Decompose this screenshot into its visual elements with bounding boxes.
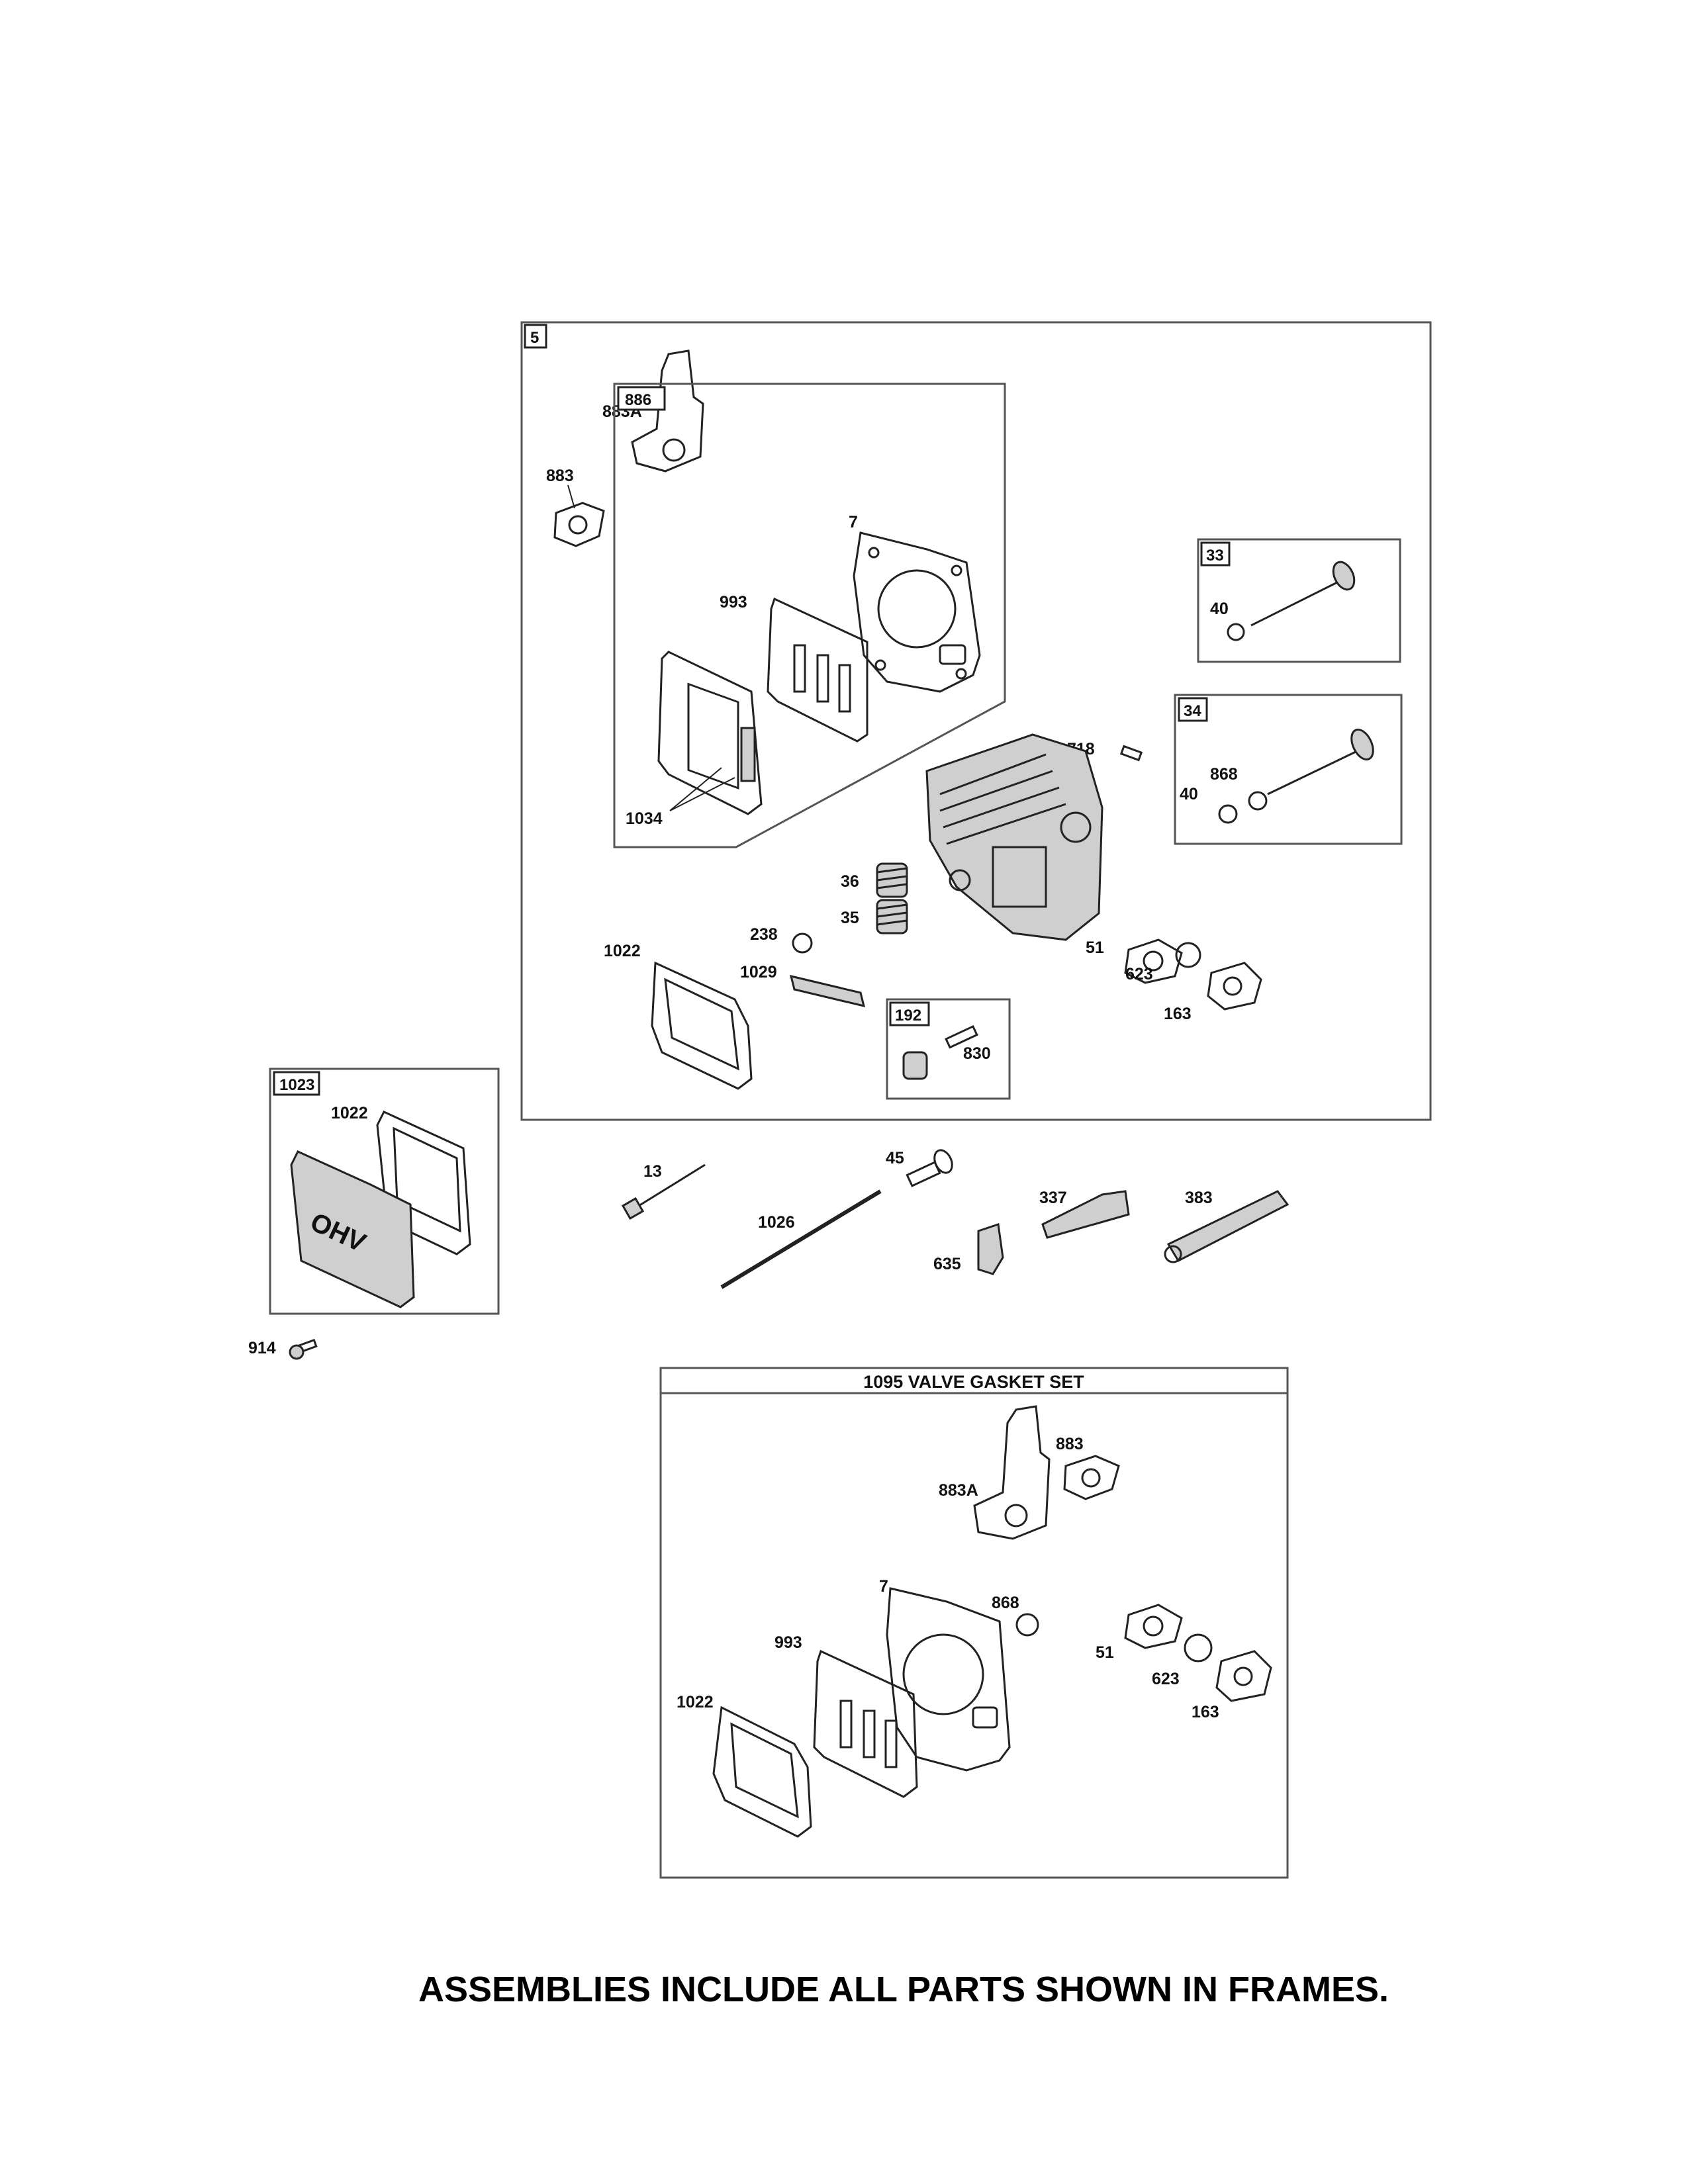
set-part-1022: 1022 (677, 1693, 812, 1838)
label-993-set: 993 (774, 1633, 802, 1652)
part-883-gasket: 883 (546, 467, 605, 547)
frame-33-tag: 33 (1206, 547, 1224, 565)
part-1026-push-rod: 1026 (720, 1189, 882, 1289)
assemblies-note: ASSEMBLIES INCLUDE ALL PARTS SHOWN IN FR… (418, 1970, 1389, 2009)
frame-1023-tag: 1023 (279, 1076, 314, 1094)
part-35-valve-spring: 35 (841, 899, 908, 934)
label-830: 830 (963, 1044, 991, 1063)
frame-5-tag: 5 (530, 329, 539, 347)
frame-34-exhaust-valve: 34 868 40 (1174, 694, 1403, 845)
label-7: 7 (849, 513, 858, 531)
part-238-retainer: 238 (750, 925, 813, 954)
part-7-head-gasket: 7 (849, 513, 981, 693)
label-1034: 1034 (626, 809, 663, 828)
set-part-883a: 883A (939, 1405, 1051, 1540)
label-40-intake: 40 (1210, 600, 1229, 618)
part-623-gasket-ring: 623 (1125, 942, 1201, 983)
part-163-gasket: 163 (1164, 962, 1262, 1023)
frame-1095-valve-gasket-set: 1095 VALVE GASKET SET (659, 1367, 1289, 1879)
part-36-valve-spring: 36 (841, 862, 908, 898)
label-36: 36 (841, 872, 859, 891)
label-883: 883 (546, 467, 574, 485)
part-635-fitting: 635 (933, 1223, 1004, 1275)
label-1022-cover: 1022 (331, 1104, 368, 1122)
frame-34-tag: 34 (1184, 702, 1201, 720)
set-part-868: 868 (992, 1594, 1039, 1637)
part-993-intake-gasket: 993 (720, 593, 868, 743)
part-51-gasket: 51 (1086, 938, 1183, 984)
label-914: 914 (248, 1339, 276, 1357)
label-623-set: 623 (1152, 1670, 1180, 1688)
part-1029-rocker-arm: 1029 (740, 963, 866, 1008)
label-163-head: 163 (1164, 1005, 1192, 1023)
label-383: 383 (1185, 1189, 1213, 1207)
label-868: 868 (1210, 765, 1238, 784)
label-883-set: 883 (1056, 1435, 1084, 1453)
set-part-883: 883 (1056, 1435, 1120, 1500)
part-13-bolt: 13 (621, 1162, 706, 1220)
part-383-tube: 383 (1164, 1189, 1289, 1263)
label-163-set: 163 (1192, 1703, 1219, 1721)
label-337: 337 (1039, 1189, 1067, 1207)
frame-5-cylinder-head-assembly: 5 (520, 321, 1432, 1121)
label-51-head: 51 (1086, 938, 1104, 957)
frame-886-head-gasket-kit: 886 (613, 383, 1006, 848)
label-35: 35 (841, 909, 859, 927)
label-1026: 1026 (758, 1213, 795, 1232)
label-13: 13 (643, 1162, 662, 1181)
label-7-set: 7 (879, 1577, 888, 1596)
part-1022-cover-gasket: 1022 (604, 942, 753, 1090)
frame-192-tag: 192 (895, 1007, 921, 1024)
set-part-7-head-gasket: 7 (879, 1577, 1011, 1772)
label-993: 993 (720, 593, 747, 612)
frame-1095-title: 1095 VALVE GASKET SET (863, 1372, 1084, 1392)
label-635: 635 (933, 1255, 961, 1273)
part-cylinder-head (925, 733, 1103, 941)
label-883a-set: 883A (939, 1481, 978, 1500)
part-337-spark-plug: 337 (1039, 1189, 1130, 1239)
frame-1023-valve-cover: 1023 1022 OHV (269, 1068, 500, 1315)
frame-33-intake-valve: 33 40 (1197, 538, 1401, 663)
set-part-623: 623 (1152, 1633, 1213, 1688)
part-45-tappet: 45 (886, 1149, 953, 1187)
label-1022-set: 1022 (677, 1693, 714, 1711)
part-914-screw: 914 (248, 1338, 318, 1360)
label-623-head: 623 (1125, 965, 1153, 983)
label-40-exhaust: 40 (1180, 785, 1198, 803)
frame-886-tag: 886 (625, 391, 651, 409)
label-1029: 1029 (740, 963, 777, 981)
set-part-51: 51 (1096, 1604, 1183, 1662)
part-883a-gasket-plate: 883A (602, 349, 704, 473)
set-part-163: 163 (1192, 1650, 1272, 1721)
set-part-993: 993 (774, 1633, 918, 1798)
label-51-set: 51 (1096, 1643, 1114, 1662)
frame-192-breather: 192 830 (886, 998, 1011, 1100)
label-45: 45 (886, 1149, 904, 1167)
label-868-set: 868 (992, 1594, 1019, 1612)
label-1022-head: 1022 (604, 942, 641, 960)
label-238: 238 (750, 925, 778, 944)
part-1034-heat-shield: 1034 (626, 651, 763, 828)
